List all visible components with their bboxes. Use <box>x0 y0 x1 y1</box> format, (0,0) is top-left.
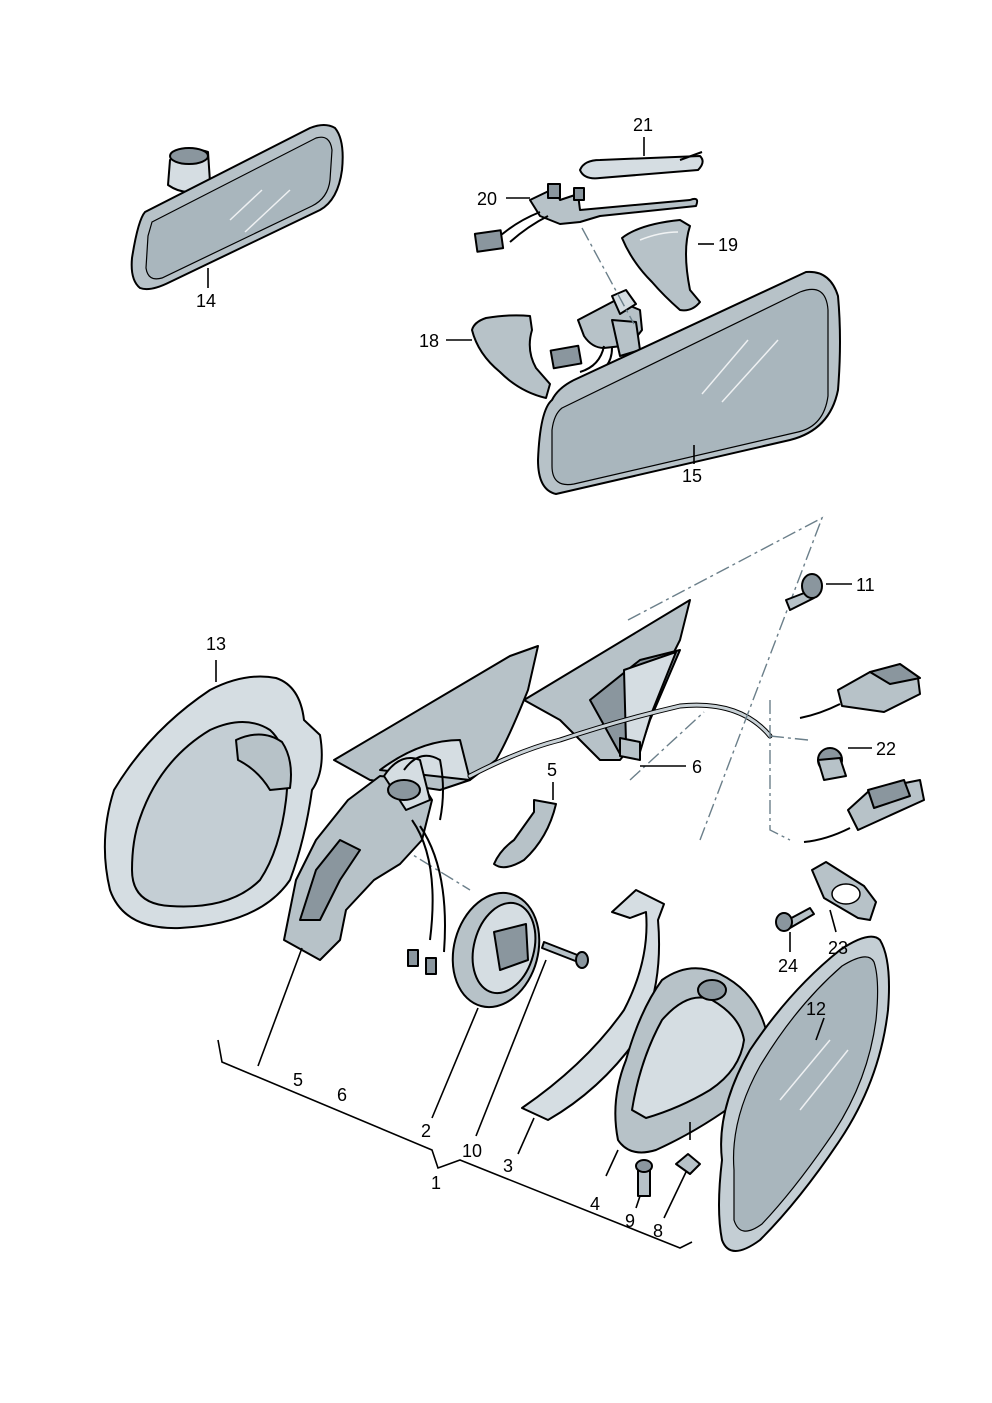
part-22-bulb-holder <box>803 747 925 843</box>
mirror-carrier-plate <box>283 754 446 975</box>
callout-12: 12 <box>806 999 826 1019</box>
callout-24: 24 <box>778 956 798 976</box>
part-24-screw <box>775 907 815 932</box>
assembly-line-top <box>581 227 635 325</box>
part-13-housing-cap <box>103 675 323 930</box>
callout-3: 3 <box>503 1156 513 1176</box>
callout-21: 21 <box>633 115 653 135</box>
callout-2: 2 <box>421 1121 431 1141</box>
part-21-cover-strip <box>579 151 704 180</box>
leader-lines <box>207 137 872 1219</box>
assembly-bracket-1 <box>217 1039 693 1249</box>
callout-8: 8 <box>653 1221 663 1241</box>
callout-4: 4 <box>590 1194 600 1214</box>
part-3-trim-strip <box>521 889 665 1121</box>
callout-11: 11 <box>856 575 875 595</box>
callout-23: 23 <box>828 938 848 958</box>
part-9-screw <box>635 1159 653 1197</box>
callout-14: 14 <box>196 291 216 311</box>
part-20-sensor-bracket <box>473 183 699 253</box>
connector-upper-right <box>799 663 921 719</box>
callout-18: 18 <box>419 331 439 351</box>
part-15-rearview-mirror-large <box>537 270 841 495</box>
callout-19: 19 <box>718 235 738 255</box>
part-18-cover-lower <box>471 314 551 399</box>
callout-1: 1 <box>431 1173 441 1193</box>
part-5-cover-piece <box>493 799 557 869</box>
part-8-clip <box>675 1153 701 1175</box>
callout-6-bottom: 6 <box>337 1085 347 1105</box>
mirror-mount-foot <box>549 289 643 379</box>
callout-10: 10 <box>462 1141 482 1161</box>
part-11-bolt <box>785 573 823 611</box>
assembly-lines-right <box>355 516 824 891</box>
part-14-rearview-mirror <box>130 124 344 291</box>
part-2-actuator-motor <box>451 891 541 1009</box>
callout-6-top: 6 <box>692 757 702 777</box>
callout-9: 9 <box>625 1211 635 1231</box>
part-23-bracket <box>811 861 877 921</box>
part-12-mirror-glass <box>718 935 890 1252</box>
part-10-screw <box>541 941 589 969</box>
main-cable <box>467 702 773 779</box>
callout-5-top: 5 <box>547 760 557 780</box>
part-6-mirror-base-right <box>523 599 691 761</box>
callout-13: 13 <box>206 634 226 654</box>
callout-15: 15 <box>682 466 702 486</box>
callout-22: 22 <box>876 739 896 759</box>
part-19-cover-upper <box>621 219 701 312</box>
callout-20: 20 <box>477 189 497 209</box>
callout-labels: 21 20 19 14 18 15 11 13 22 6 5 23 24 12 … <box>196 115 896 1241</box>
mirror-base-left <box>333 645 539 791</box>
callout-5-bottom: 5 <box>293 1070 303 1090</box>
